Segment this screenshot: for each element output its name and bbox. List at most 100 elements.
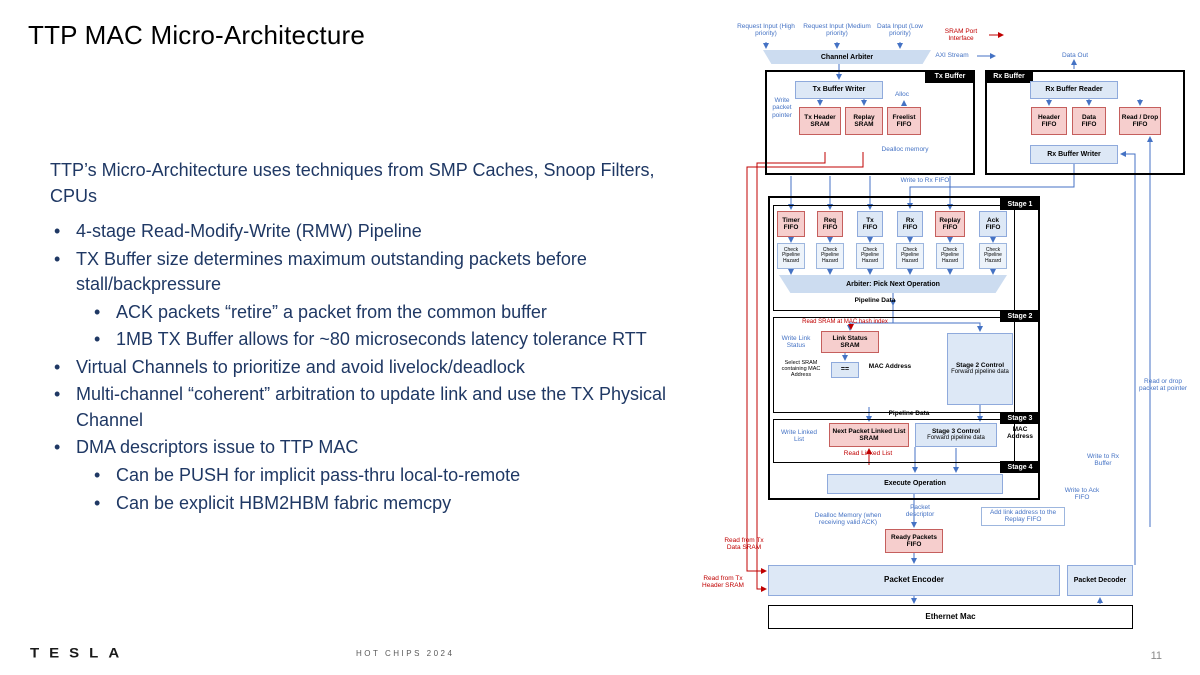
rx-fifo-block: Rx FIFO [897,211,923,237]
bullet-item: • Multi-channel “coherent” arbitration to… [54,382,675,433]
packet-decoder-block: Packet Decoder [1067,565,1133,596]
stage2-control-title: Stage 2 Control [955,362,1005,369]
alloc-label: Alloc [894,91,910,98]
write-linked-list-label: Write Linked List [780,429,817,444]
bullet-marker: • [94,329,101,350]
bullet-marker: • [54,437,61,458]
mac-address-label: MAC Address [1006,426,1033,441]
ready-packets-fifo-block: Ready Packets FIFO [885,529,943,553]
rx-buffer-box [985,70,1185,175]
rx-buffer-writer-block: Rx Buffer Writer [1030,145,1118,164]
tx-header-sram-block: Tx Header SRAM [799,107,841,135]
check-pipeline-hazard-block: Check Pipeline Hazard [896,243,924,269]
select-sram-label: Select SRAM containing MAC Address [781,360,821,379]
arbiter-block: Arbiter: Pick Next Operation [779,275,1007,293]
tesla-logo: TESLA [30,645,130,662]
check-pipeline-hazard-block: Check Pipeline Hazard [979,243,1007,269]
ack-fifo-block: Ack FIFO [979,211,1007,237]
tx-fifo-block: Tx FIFO [857,211,883,237]
read-drop-fifo-block: Read / Drop FIFO [1119,107,1161,135]
write-link-status-label: Write Link Status [781,335,811,350]
bullet-text: Virtual Channels to prioritize and avoid… [76,356,525,377]
stage4-tag: Stage 4 [1000,461,1040,473]
footer-event-label: HOT CHIPS 2024 [356,649,455,658]
bullet-item: • Can be explicit HBM2HBM fabric memcpy [94,491,675,517]
next-packet-linked-list-sram-block: Next Packet Linked List SRAM [829,423,909,447]
pipeline-box [768,196,1040,500]
architecture-diagram: Request Input (High priority) Request In… [695,15,1200,635]
bullet-marker: • [54,221,61,242]
bullet-text: Can be explicit HBM2HBM fabric memcpy [116,492,452,513]
stage3-tag: Stage 3 [1000,412,1040,424]
stage2-control-block: Stage 2 Control Forward pipeline data [947,333,1013,405]
bullet-item: • Virtual Channels to prioritize and avoi… [54,355,675,381]
bullet-marker: • [54,356,61,377]
rx-buffer-tag: Rx Buffer [985,70,1033,83]
legend-sram-port-interface: SRAM Port Interface [944,28,978,43]
pipeline-data-label: Pipeline Data [888,410,930,417]
execute-operation-block: Execute Operation [827,474,1003,494]
freelist-fifo-block: Freelist FIFO [887,107,921,135]
bullet-item: • Can be PUSH for implicit pass-thru loca… [94,463,675,489]
bullet-marker: • [54,384,61,405]
input-label-medium-priority: Request Input (Medium priority) [803,23,871,38]
dealloc-memory-label: Dealloc memory [881,146,929,153]
write-to-rx-buffer-label: Write to Rx Buffer [1086,453,1120,468]
stage1-box [773,205,1015,311]
header-fifo-block: Header FIFO [1031,107,1067,135]
bullet-text: Multi-channel “coherent” arbitration to … [76,384,666,430]
stage1-tag: Stage 1 [1000,198,1040,210]
input-label-high-priority: Request Input (High priority) [737,23,795,38]
pipeline-data-label: Pipeline Data [854,297,896,304]
bullet-item: • TX Buffer size determines maximum outst… [54,247,675,298]
comparator-block: == [831,362,859,378]
write-packet-pointer-label: Write packet pointer [772,97,792,119]
channel-arbiter-block: Channel Arbiter [763,50,931,64]
read-linked-list-label: Read Linked List [843,450,893,457]
stage2-box [773,317,1015,413]
data-out-label: Data Out [1061,52,1088,59]
read-from-tx-data-sram-label: Read from Tx Data SRAM [724,537,764,552]
stage2-tag: Stage 2 [1000,310,1040,322]
bullet-text: TX Buffer size determines maximum outsta… [76,248,587,295]
input-label-low-priority: Data Input (Low priority) [877,23,923,38]
legend-axi-stream: AXI Stream [935,52,969,59]
bullet-item: •1MB TX Buffer allows for ~80 microsecon… [94,327,675,353]
dealloc-memory-ack-label: Dealloc Memory (when receiving valid ACK… [814,512,882,527]
check-pipeline-hazard-block: Check Pipeline Hazard [816,243,844,269]
bullet-marker: • [94,301,101,322]
stage3-control-block: Stage 3 Control Forward pipeline data [915,423,997,447]
ethernet-mac-block: Ethernet Mac [768,605,1133,629]
add-link-address-label: Add link address to the Replay FIFO [981,507,1065,526]
bullet-marker: • [94,465,101,486]
bullet-text: 4-stage Read-Modify-Write (RMW) Pipeline [76,221,422,242]
intro-paragraph: TTP’s Micro-Architecture uses techniques… [50,160,655,206]
timer-fifo-block: Timer FIFO [777,211,805,237]
stage2-control-subtitle: Forward pipeline data [951,369,1009,376]
bullet-item: • 4-stage Read-Modify-Write (RMW) Pipelin… [54,219,675,245]
bullet-item: •ACK packets “retire” a packet from the … [94,300,675,326]
check-pipeline-hazard-block: Check Pipeline Hazard [856,243,884,269]
req-fifo-block: Req FIFO [817,211,843,237]
bullet-marker: • [94,492,101,513]
bullet-item: • DMA descriptors issue to TTP MAC [54,435,675,461]
write-to-ack-fifo-label: Write to Ack FIFO [1064,487,1100,502]
packet-encoder-block: Packet Encoder [768,565,1060,596]
tx-buffer-writer-block: Tx Buffer Writer [795,81,883,99]
stage3-box [773,419,1015,463]
mac-address-label: MAC Address [868,363,912,370]
read-sram-hash-label: Read SRAM at MAC hash index [802,319,888,325]
page-number: 11 [1150,650,1162,662]
data-fifo-block: Data FIFO [1072,107,1106,135]
read-from-tx-header-sram-label: Read from Tx Header SRAM [702,575,744,590]
bullet-text: DMA descriptors issue to TTP MAC [76,437,359,458]
stage3-control-subtitle: Forward pipeline data [927,435,985,442]
replay-fifo-block: Replay FIFO [935,211,965,237]
rx-buffer-reader-block: Rx Buffer Reader [1030,81,1118,99]
link-status-sram-block: Link Status SRAM [821,331,879,353]
check-pipeline-hazard-block: Check Pipeline Hazard [777,243,805,269]
bullet-marker: • [54,248,61,269]
bullet-text: Can be PUSH for implicit pass-thru local… [116,465,521,486]
read-or-drop-label: Read or drop packet at pointer [1138,378,1188,393]
